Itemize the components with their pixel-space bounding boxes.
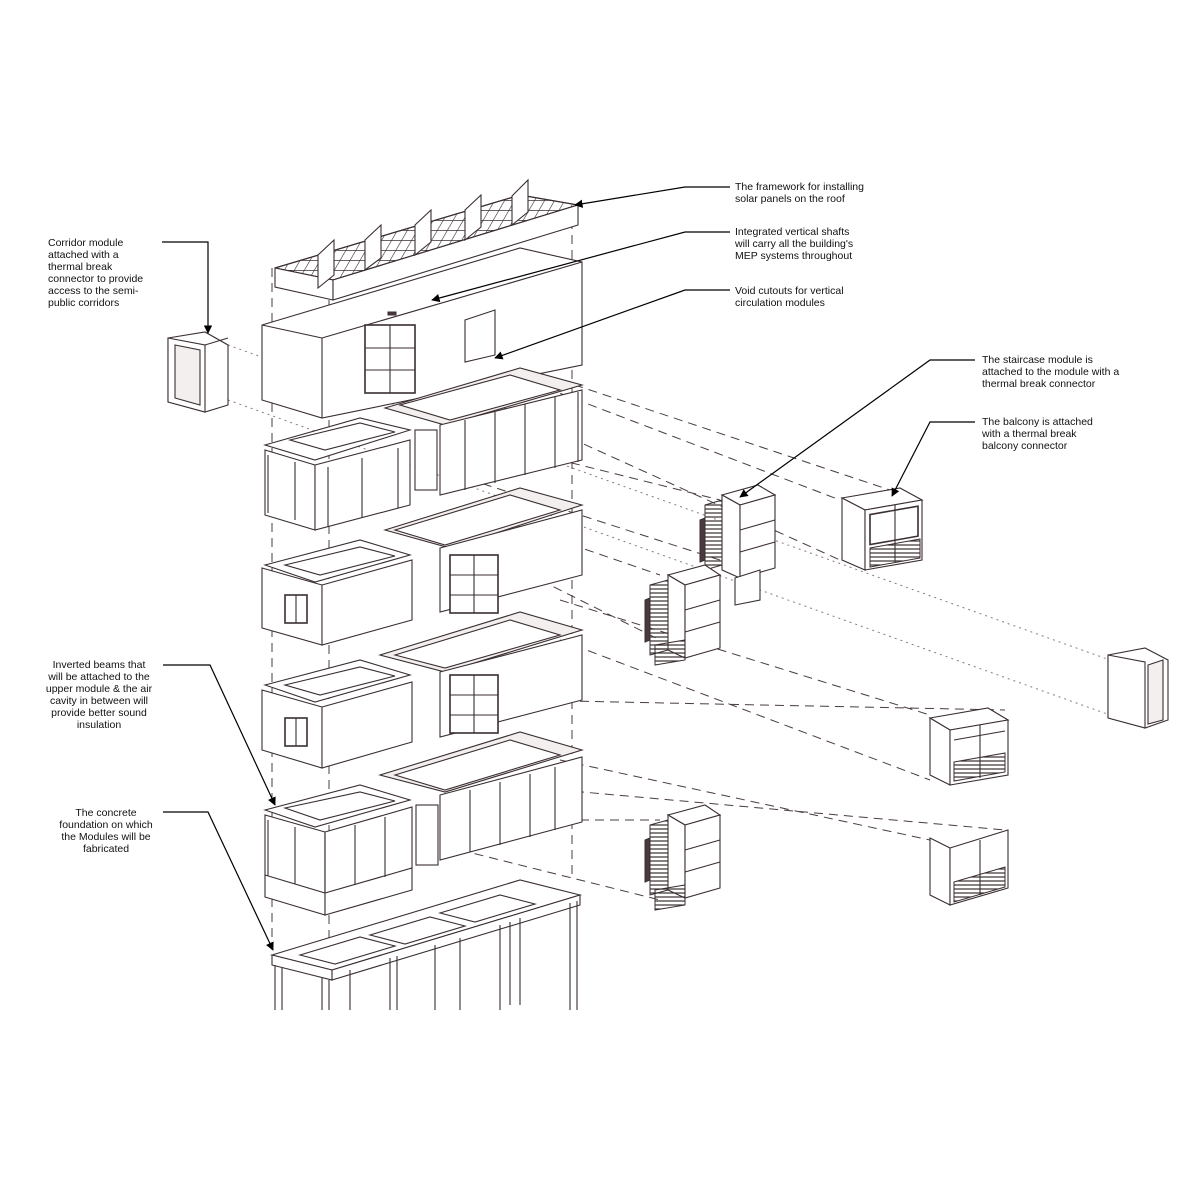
annotation-void-cutouts: Void cutouts for vertical circulation mo… <box>735 285 844 309</box>
annotation-leaders <box>162 186 975 951</box>
annotation-vertical-shafts: Integrated vertical shafts will carry al… <box>735 226 854 262</box>
module-2-glazing <box>267 392 579 527</box>
staircase-module-upper <box>699 484 777 606</box>
annotation-corridor-module: Corridor module attached with a thermal … <box>48 237 144 309</box>
module-level-2 <box>263 367 585 531</box>
module-4-windows <box>284 674 499 747</box>
annotation-balcony: The balcony is attached with a thermal b… <box>982 416 1093 452</box>
annotation-solar-framework: The framework for installing solar panel… <box>735 181 864 205</box>
corridor-module-left <box>167 331 229 413</box>
module-5-glazing <box>267 767 556 893</box>
staircase-module-lower <box>644 804 722 911</box>
staircase-module-middle <box>644 564 722 666</box>
corridor-module-right <box>1107 647 1169 729</box>
annotation-concrete-foundation: The concrete foundation on which the Mod… <box>59 807 153 855</box>
balcony-module-upper <box>840 487 924 571</box>
balcony-module-lower <box>929 829 1009 906</box>
module-level-4 <box>261 611 584 769</box>
balcony-module-middle <box>928 707 1010 786</box>
annotation-staircase-module: The staircase module is attached to the … <box>982 354 1120 390</box>
concrete-foundation <box>269 879 583 1010</box>
module-3-windows <box>284 554 499 624</box>
solar-panel-frames <box>317 178 529 290</box>
top-window <box>364 324 416 394</box>
module-level-5 <box>263 731 584 916</box>
foundation-columns <box>274 901 578 1010</box>
annotation-inverted-beams: Inverted beams that will be attached to … <box>45 659 153 731</box>
module-level-3 <box>261 487 584 646</box>
